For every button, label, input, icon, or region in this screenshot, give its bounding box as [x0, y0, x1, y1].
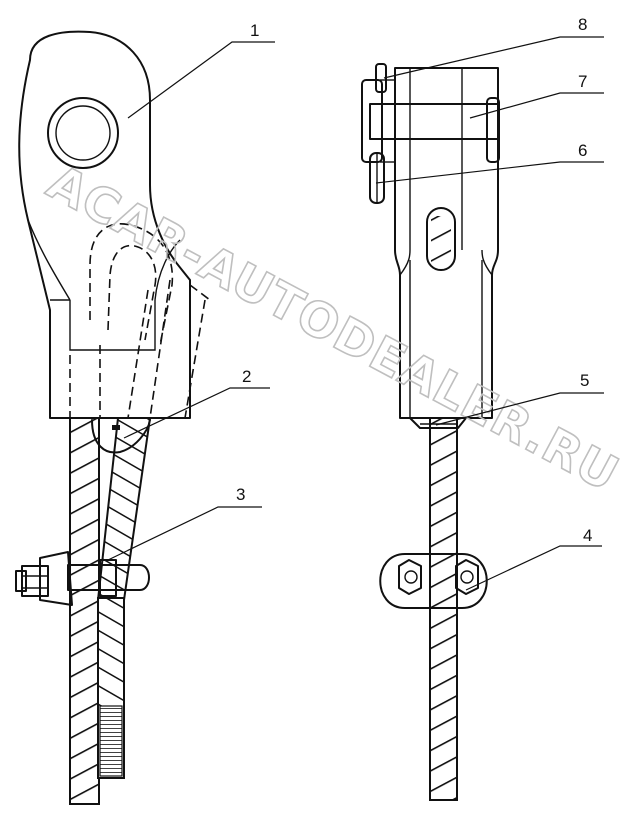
- clevis-pin: [361, 79, 500, 163]
- socket-slot: [426, 207, 456, 271]
- callout-6: 6: [578, 141, 587, 160]
- rope-clip-saddle: [379, 553, 488, 609]
- callouts: 1 2 3 4 5 6 7 8: [107, 15, 604, 591]
- callout-7: 7: [578, 72, 587, 91]
- callout-4: 4: [583, 526, 592, 545]
- right-view-side: [361, 63, 500, 801]
- cotter-pin: [369, 152, 385, 204]
- callout-2: 2: [242, 367, 251, 386]
- socket-body-outline: [18, 30, 191, 419]
- left-view-wedge-socket: [15, 30, 211, 805]
- pin-hole-left: [47, 97, 119, 169]
- socket-side-body: [394, 67, 499, 419]
- wire-rope-dead-end: [96, 417, 152, 779]
- callout-3: 3: [236, 485, 245, 504]
- wedge-tip: [409, 417, 467, 429]
- wedge-hidden: [69, 223, 211, 419]
- callout-1: 1: [250, 21, 259, 40]
- wire-rope-main-left: [69, 417, 100, 805]
- callout-5: 5: [580, 371, 589, 390]
- wedge-tail: [91, 419, 151, 454]
- callout-8: 8: [578, 15, 587, 34]
